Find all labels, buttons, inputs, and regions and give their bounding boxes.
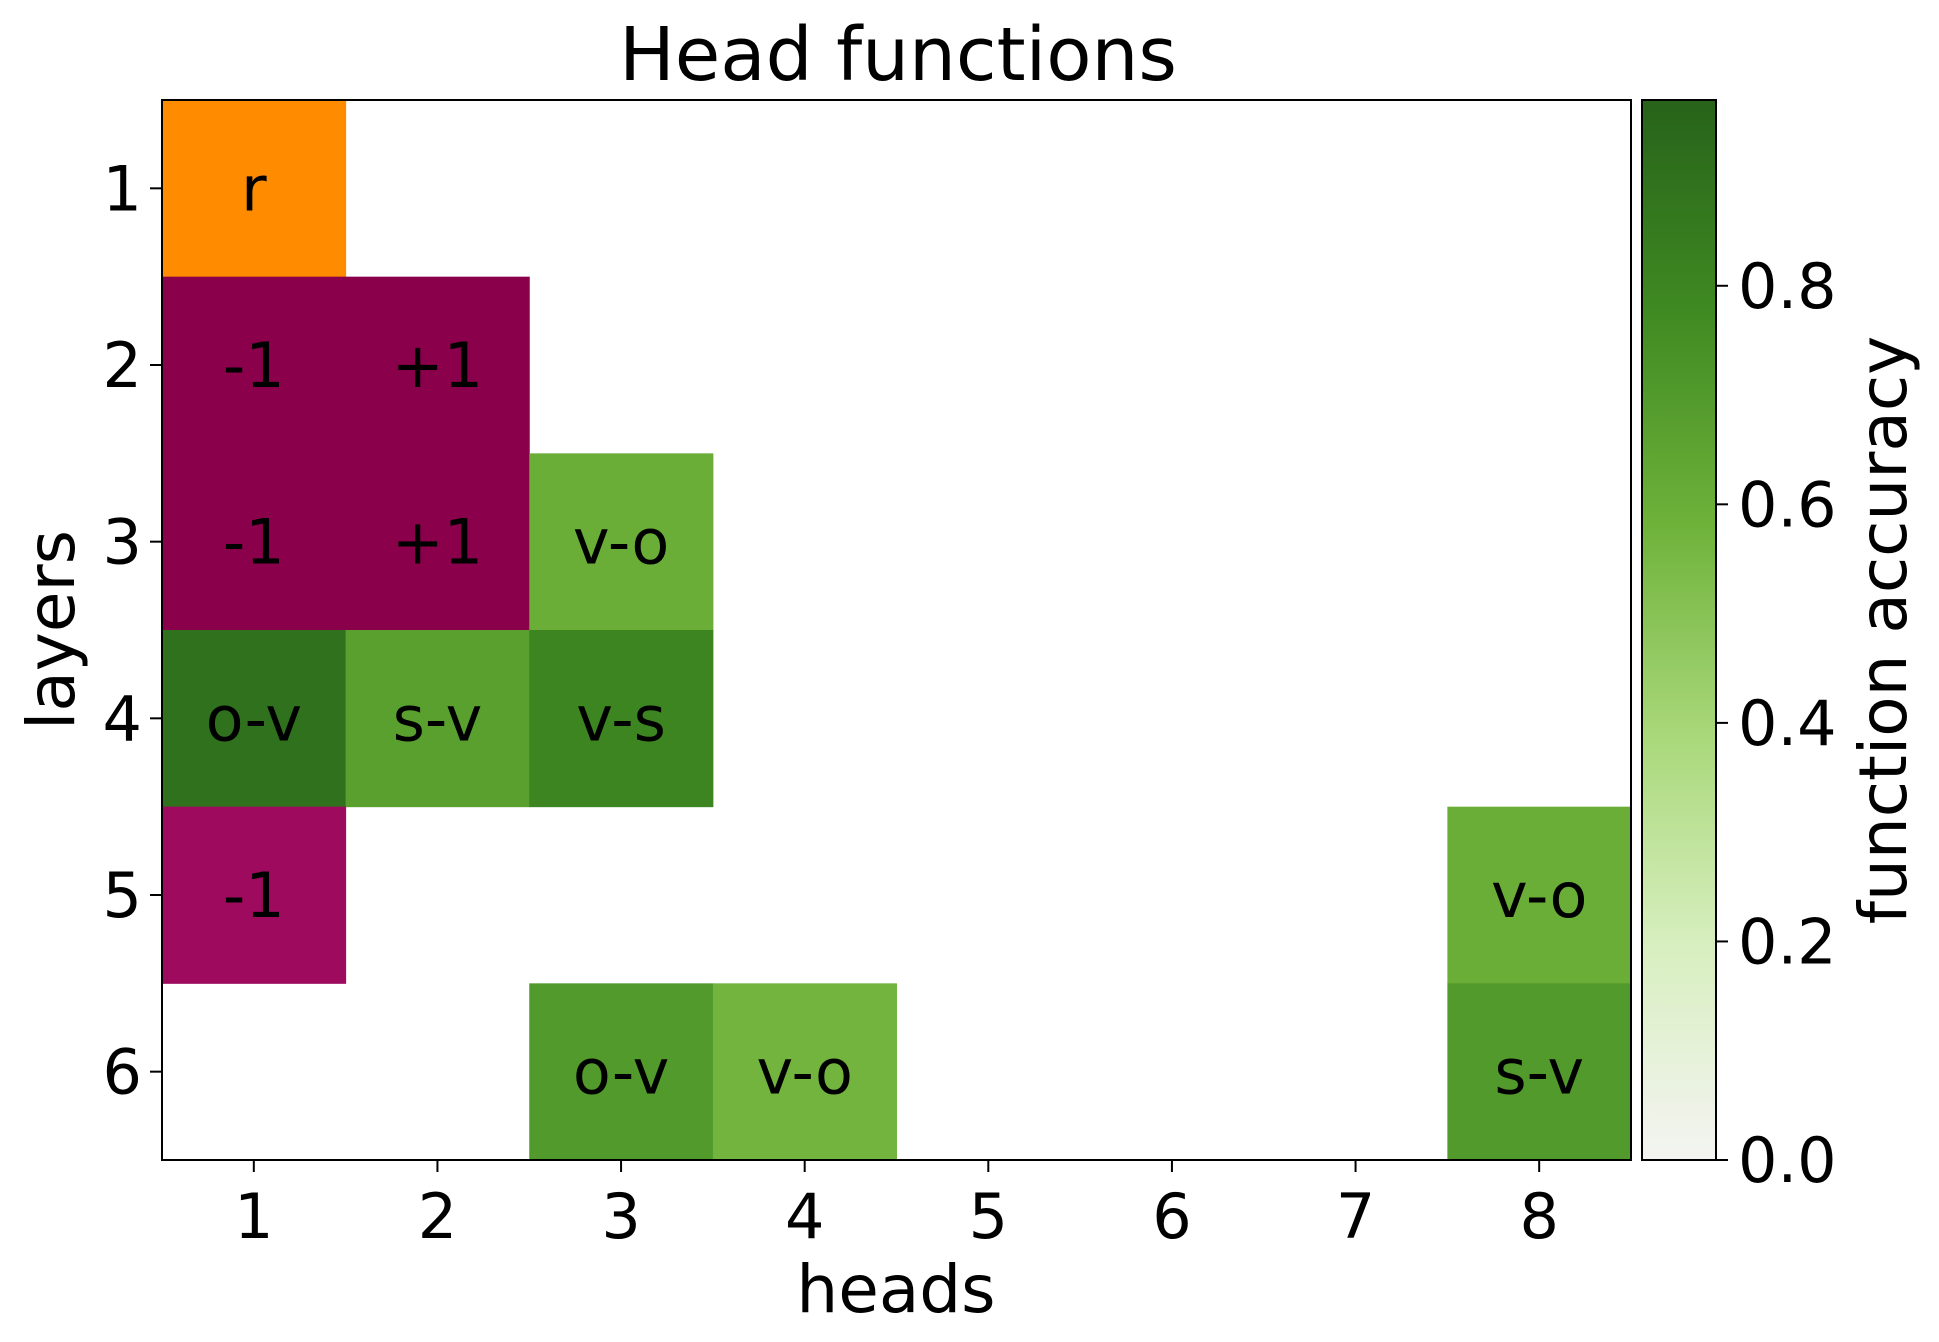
cell-label: o-v: [573, 1036, 669, 1109]
heatmap-cell: [529, 630, 714, 808]
heatmap-cells: r -1 +1 -1 +1 v-o o-v s-v v-s -1 v-o o-v v-o s-v: [162, 100, 1632, 1161]
x-tick-label: 6: [1152, 1180, 1191, 1253]
colorbar-label: function accuracy: [1845, 336, 1922, 924]
chart-title: Head functions: [619, 12, 1177, 98]
y-tick-label: 5: [103, 859, 142, 932]
cell-label: v-o: [573, 506, 669, 579]
y-tick-label: 1: [103, 152, 142, 225]
x-tick-label: 3: [601, 1180, 640, 1253]
plot-frame: [161, 99, 1632, 1161]
x-axis-ticks: 1 2 3 4 5 6 7 8: [234, 1160, 1559, 1253]
heatmap-cell: [1447, 983, 1632, 1161]
heatmap-cell: [1447, 806, 1632, 984]
colorbar-tick-label: 0.4: [1738, 687, 1837, 760]
cell-label: -1: [223, 329, 285, 402]
heatmap-cell: [162, 453, 347, 631]
colorbar-tick-label: 0.6: [1738, 468, 1837, 541]
cell-label: r: [241, 152, 267, 225]
x-axis-label: heads: [796, 1251, 995, 1328]
heatmap-cell: [162, 806, 347, 984]
cell-label: +1: [392, 506, 483, 579]
x-tick-label: 2: [418, 1180, 457, 1253]
colorbar-ticks: 0.0 0.2 0.4 0.6 0.8: [1716, 250, 1837, 1197]
colorbar-tick-label: 0.0: [1738, 1124, 1837, 1197]
colorbar-tick-label: 0.8: [1738, 250, 1837, 323]
cell-label: o-v: [206, 682, 302, 755]
heatmap-cell: [345, 453, 530, 631]
cell-label: -1: [223, 859, 285, 932]
heatmap-cell: [162, 276, 347, 454]
cell-label: +1: [392, 329, 483, 402]
cell-label: v-o: [1491, 859, 1587, 932]
heatmap-cell: [162, 630, 347, 808]
colorbar-tick-label: 0.2: [1738, 905, 1837, 978]
x-tick-label: 4: [785, 1180, 824, 1253]
heatmap-cell: [345, 276, 530, 454]
heatmap-cell: [529, 453, 714, 631]
heatmap-cell: [345, 630, 530, 808]
colorbar: [1641, 99, 1717, 1161]
y-tick-label: 6: [103, 1036, 142, 1109]
cell-label: s-v: [1494, 1036, 1584, 1109]
y-axis-label: layers: [13, 530, 90, 730]
heatmap-cell: [712, 983, 897, 1161]
x-tick-label: 7: [1336, 1180, 1375, 1253]
x-tick-label: 8: [1519, 1180, 1558, 1253]
cell-label: -1: [223, 506, 285, 579]
heatmap-cell: [162, 100, 347, 278]
y-axis-ticks: 1 2 3 4 5 6: [103, 152, 162, 1109]
heatmap-cell: [529, 983, 714, 1161]
y-tick-label: 2: [103, 329, 142, 402]
y-tick-label: 4: [103, 682, 142, 755]
x-tick-label: 1: [234, 1180, 273, 1253]
cell-label: v-o: [756, 1036, 852, 1109]
cell-label: v-s: [576, 682, 666, 755]
x-tick-label: 5: [969, 1180, 1008, 1253]
cell-label: s-v: [393, 682, 483, 755]
y-tick-label: 3: [103, 506, 142, 579]
